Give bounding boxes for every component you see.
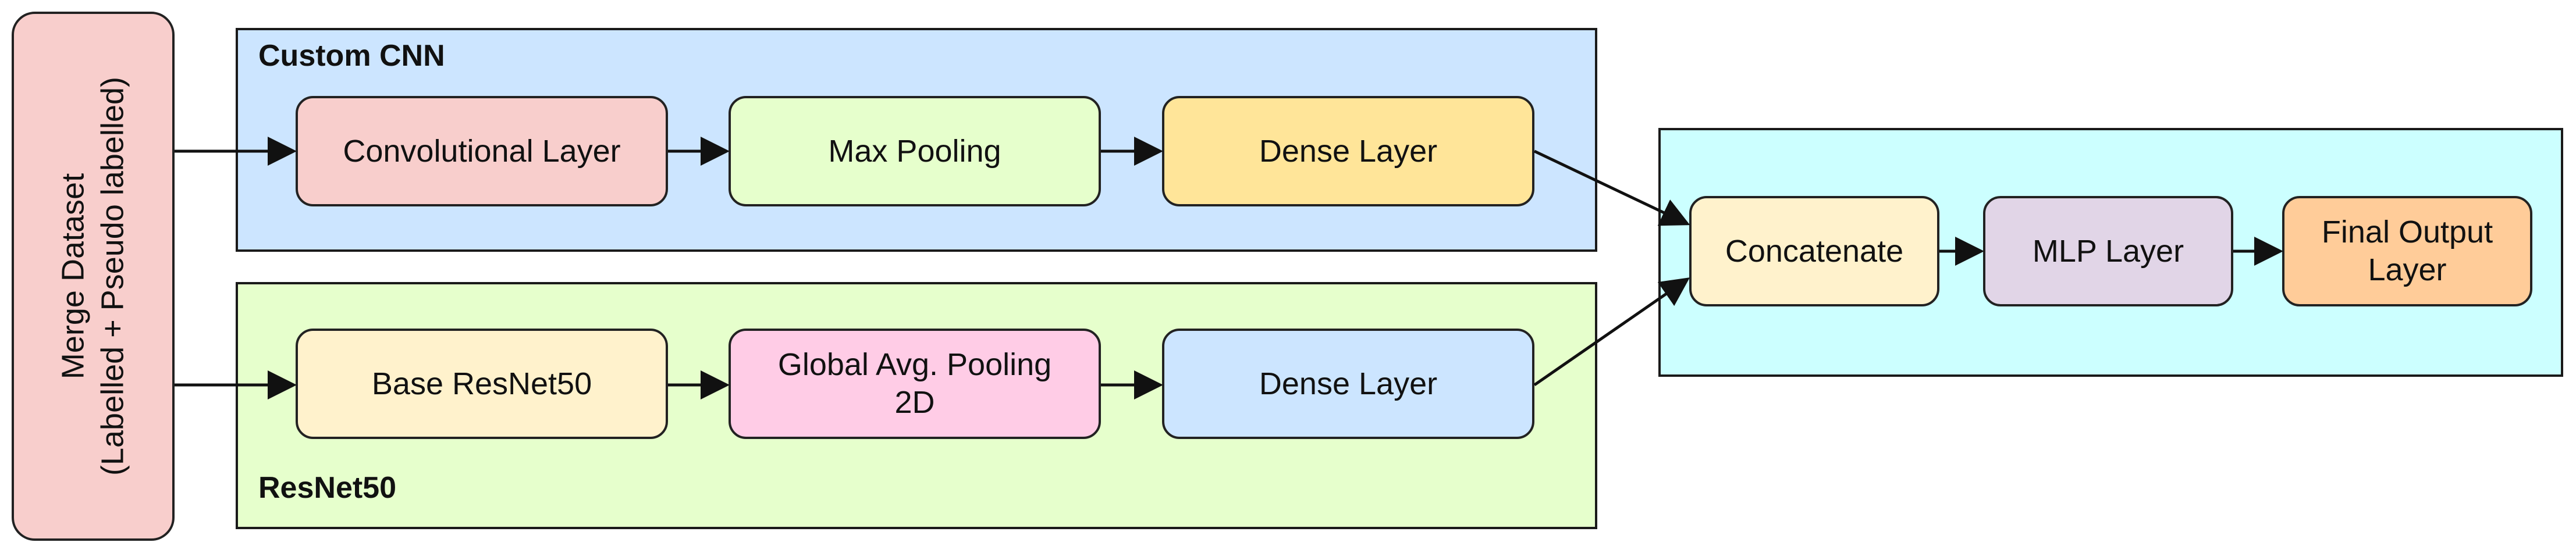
- custom-cnn-label: Custom CNN: [258, 39, 445, 73]
- global-avg-pooling-node: Global Avg. Pooling 2D: [729, 329, 1101, 439]
- final-output-text: Final Output Layer: [2322, 213, 2493, 289]
- final-output-layer-node: Final Output Layer: [2282, 196, 2532, 306]
- convolutional-layer-node: Convolutional Layer: [296, 96, 668, 206]
- mlp-layer-node: MLP Layer: [1983, 196, 2233, 306]
- max-pooling-node: Max Pooling: [729, 96, 1101, 206]
- dense-layer-cnn-node: Dense Layer: [1162, 96, 1534, 206]
- edge-dense-resnet-to-concat: [1533, 277, 1690, 387]
- concatenate-node: Concatenate: [1689, 196, 1939, 306]
- global-avg-pooling-line2: 2D: [894, 385, 935, 420]
- dense-layer-resnet-node: Dense Layer: [1162, 329, 1534, 439]
- resnet50-label: ResNet50: [258, 471, 397, 505]
- merge-dataset-node: Merge Dataset (Labelled + Pseudo labelle…: [12, 12, 175, 541]
- global-avg-pooling-line1: Global Avg. Pooling: [777, 347, 1052, 383]
- global-avg-pooling-text: Global Avg. Pooling 2D: [778, 346, 1051, 422]
- base-resnet50-node: Base ResNet50: [296, 329, 668, 439]
- final-output-line1: Final Output: [2321, 215, 2493, 250]
- edge-dense-cnn-to-concat: [1533, 149, 1690, 226]
- final-output-line2: Layer: [2368, 252, 2447, 287]
